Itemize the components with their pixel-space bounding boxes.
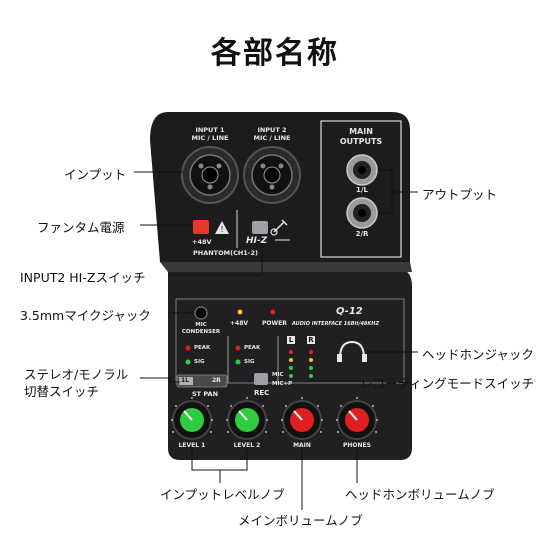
- callout-mic-jack: 3.5mmマイクジャック: [20, 308, 151, 323]
- callout-headphone-jack: ヘッドホンジャック: [422, 347, 534, 362]
- phantom-button: [193, 220, 209, 234]
- callout-recording-mode: レコーディングモードスイッチ: [360, 376, 535, 391]
- led-sig-2: [235, 359, 241, 365]
- meter-l-box: [287, 336, 295, 344]
- callout-lines: [134, 169, 418, 510]
- out-left-label: 1/L: [356, 186, 368, 194]
- led-48v-label: +48V: [230, 320, 249, 327]
- meter-r-box: [307, 336, 315, 344]
- peak1-label: PEAK: [194, 345, 211, 351]
- sig1-label: SIG: [194, 359, 205, 365]
- rec-label: REC: [254, 389, 270, 397]
- knob-level-1: [172, 400, 212, 440]
- switch-2r-label: 2R: [212, 377, 221, 384]
- callout-stereo-mono-2: 切替スイッチ: [24, 384, 100, 399]
- knob-level-2: [227, 400, 267, 440]
- meter-l-label: L: [288, 336, 294, 344]
- callout-output: アウトプット: [422, 187, 498, 202]
- led-peak-1: [185, 345, 191, 351]
- led-power-label: POWER: [262, 320, 287, 327]
- rec-switch: [254, 373, 268, 385]
- meter-r-label: R: [308, 336, 314, 344]
- page-title: 各部名称: [211, 36, 339, 71]
- stpan-switch-toggle: [179, 377, 193, 385]
- mic-label: MIC: [272, 372, 284, 378]
- callout-hiz-switch: INPUT2 HI-Zスイッチ: [20, 270, 146, 285]
- hiz-switch: [252, 221, 268, 234]
- level2-label: LEVEL 2: [233, 442, 261, 449]
- device-edge: [160, 262, 412, 272]
- led-sig-1: [185, 359, 191, 365]
- knob-phones: [337, 400, 377, 440]
- plus48v-label: +48V: [192, 238, 212, 246]
- output-jack-left: [346, 154, 378, 186]
- svg-text:!: !: [220, 225, 223, 234]
- led-power: [270, 309, 276, 315]
- led-48v: [237, 309, 243, 315]
- callout-main-volume-knob: メインボリュームノブ: [238, 513, 363, 528]
- outputs-panel-border: [320, 120, 402, 258]
- mic-jack: [194, 306, 208, 320]
- led-peak-2: [235, 345, 241, 351]
- main-label: MAIN: [293, 442, 311, 449]
- phones-label: PHONES: [343, 442, 371, 449]
- callout-stereo-mono-1: ステレオ/モノラル: [24, 367, 129, 382]
- guitar-icon: [273, 219, 288, 233]
- callout-input: インプット: [64, 167, 127, 182]
- subtitle-label: AUDIO INTERFACE 16Bit/48KHZ: [292, 321, 380, 327]
- headphone-icon: [339, 340, 365, 359]
- st-pan-label: ST PAN: [192, 390, 219, 398]
- mic-p-label: MIC+P: [272, 381, 293, 387]
- level1-label: LEVEL 1: [178, 442, 206, 449]
- peak2-label: PEAK: [244, 345, 261, 351]
- meter-panel-border: [175, 298, 405, 384]
- warning-icon: [215, 221, 229, 234]
- level-meter-leds: [289, 350, 313, 378]
- hiz-label: HI-Z: [246, 236, 268, 246]
- sig2-label: SIG: [244, 359, 255, 365]
- knob-main: [282, 400, 322, 440]
- switch-1l-label: 1L: [181, 377, 189, 384]
- combo-jack-1: [181, 146, 239, 204]
- model-label: Q-12: [336, 306, 363, 317]
- callout-headphone-volume-knob: ヘッドホンボリュームノブ: [345, 487, 495, 502]
- phantom-label: PHANTOM(CH1-2): [193, 249, 258, 257]
- out-right-label: 2/R: [355, 230, 369, 238]
- callout-input-level-knob: インプットレベルノブ: [160, 487, 285, 502]
- output-jack-right: [346, 197, 378, 229]
- combo-jack-2: [243, 146, 301, 204]
- callout-phantom: ファンタム電源: [37, 220, 125, 235]
